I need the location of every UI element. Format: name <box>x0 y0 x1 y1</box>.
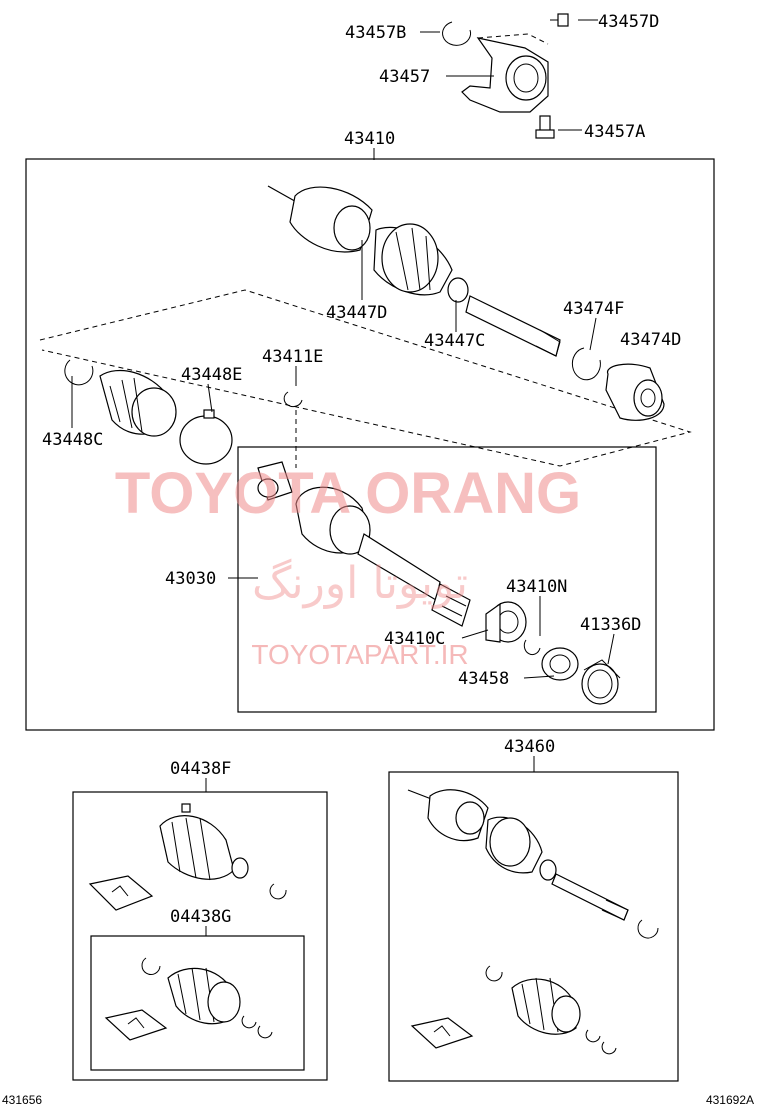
dust-cover-41336D-drawing <box>581 659 621 705</box>
boot-kit-f-grease-pack-drawing <box>88 875 154 911</box>
boot-clamp-43474F-drawing <box>571 347 601 381</box>
label-41336D: 41336D <box>580 615 641 635</box>
label-43410: 43410 <box>344 129 395 149</box>
label-43448E: 43448E <box>181 365 242 385</box>
inner-joint-frame <box>237 446 657 713</box>
bolt-43457A-drawing <box>535 115 555 139</box>
label-43447C: 43447C <box>424 331 485 351</box>
label-04438G: 04438G <box>170 907 231 927</box>
label-04438F: 04438F <box>170 759 231 779</box>
label-43457D: 43457D <box>598 12 659 32</box>
label-43410C: 43410C <box>384 629 445 649</box>
label-43460: 43460 <box>504 737 555 757</box>
boot-kit-g-small-clamps-drawing <box>241 1015 273 1039</box>
shaft-43460-drawing <box>407 789 629 921</box>
seal-43458-drawing <box>541 647 579 681</box>
circlip-43411E-drawing <box>283 391 303 408</box>
boot-kit-f-boot-drawing <box>159 803 249 881</box>
boot-kit-f-frame <box>72 791 328 1081</box>
label-43447D: 43447D <box>326 303 387 323</box>
label-43474D: 43474D <box>620 330 681 350</box>
boot-kit-g-grease-pack-drawing <box>104 1009 168 1041</box>
label-43458: 43458 <box>458 669 509 689</box>
label-43457: 43457 <box>379 67 430 87</box>
bearing-43410C-drawing <box>485 601 527 643</box>
bearing-bracket-drawing <box>461 33 549 113</box>
label-43457A: 43457A <box>584 122 645 142</box>
boot-kit-g-frame <box>90 935 305 1071</box>
boot-kit-g-boot-drawing <box>167 967 241 1025</box>
bolt-43457D-drawing <box>550 13 569 27</box>
label-43457B: 43457B <box>345 23 406 43</box>
watermark-url: TOYOTAPART.IR <box>251 639 468 670</box>
shaft-43460-boot-kit-drawing <box>410 965 617 1055</box>
leader-lines <box>71 19 615 936</box>
snap-ring-43410N-drawing <box>523 639 541 656</box>
watermark-title: TOYOTA ORANG <box>115 461 581 526</box>
clamp-43448C-drawing <box>64 359 94 386</box>
label-43410N: 43410N <box>506 577 567 597</box>
label-43448C: 43448C <box>42 430 103 450</box>
label-43030: 43030 <box>165 569 216 589</box>
boot-kit-f-clamp-drawing <box>269 883 287 900</box>
shaft-43460-clamp-drawing <box>637 919 659 939</box>
main-assembly-frame <box>25 158 715 731</box>
footer-left-code: 431656 <box>2 1093 42 1107</box>
boot-kit-g-clamp-large-drawing <box>141 957 161 975</box>
outer-boot-kit-outline <box>39 289 692 467</box>
boot-43448E-drawing <box>99 369 177 437</box>
label-43411E: 43411E <box>262 347 323 367</box>
outboard-shaft-drawing <box>267 185 561 357</box>
damper-43474D-drawing <box>605 363 665 421</box>
snap-ring-43457B-drawing <box>442 21 472 46</box>
watermark-farsi: تویوتا اورنگ <box>252 558 468 609</box>
inboard-joint-drawing <box>257 461 471 627</box>
clamp-band-43448E-drawing <box>179 409 233 465</box>
label-43474F: 43474F <box>563 299 624 319</box>
footer-right-code: 431692A <box>706 1093 754 1107</box>
